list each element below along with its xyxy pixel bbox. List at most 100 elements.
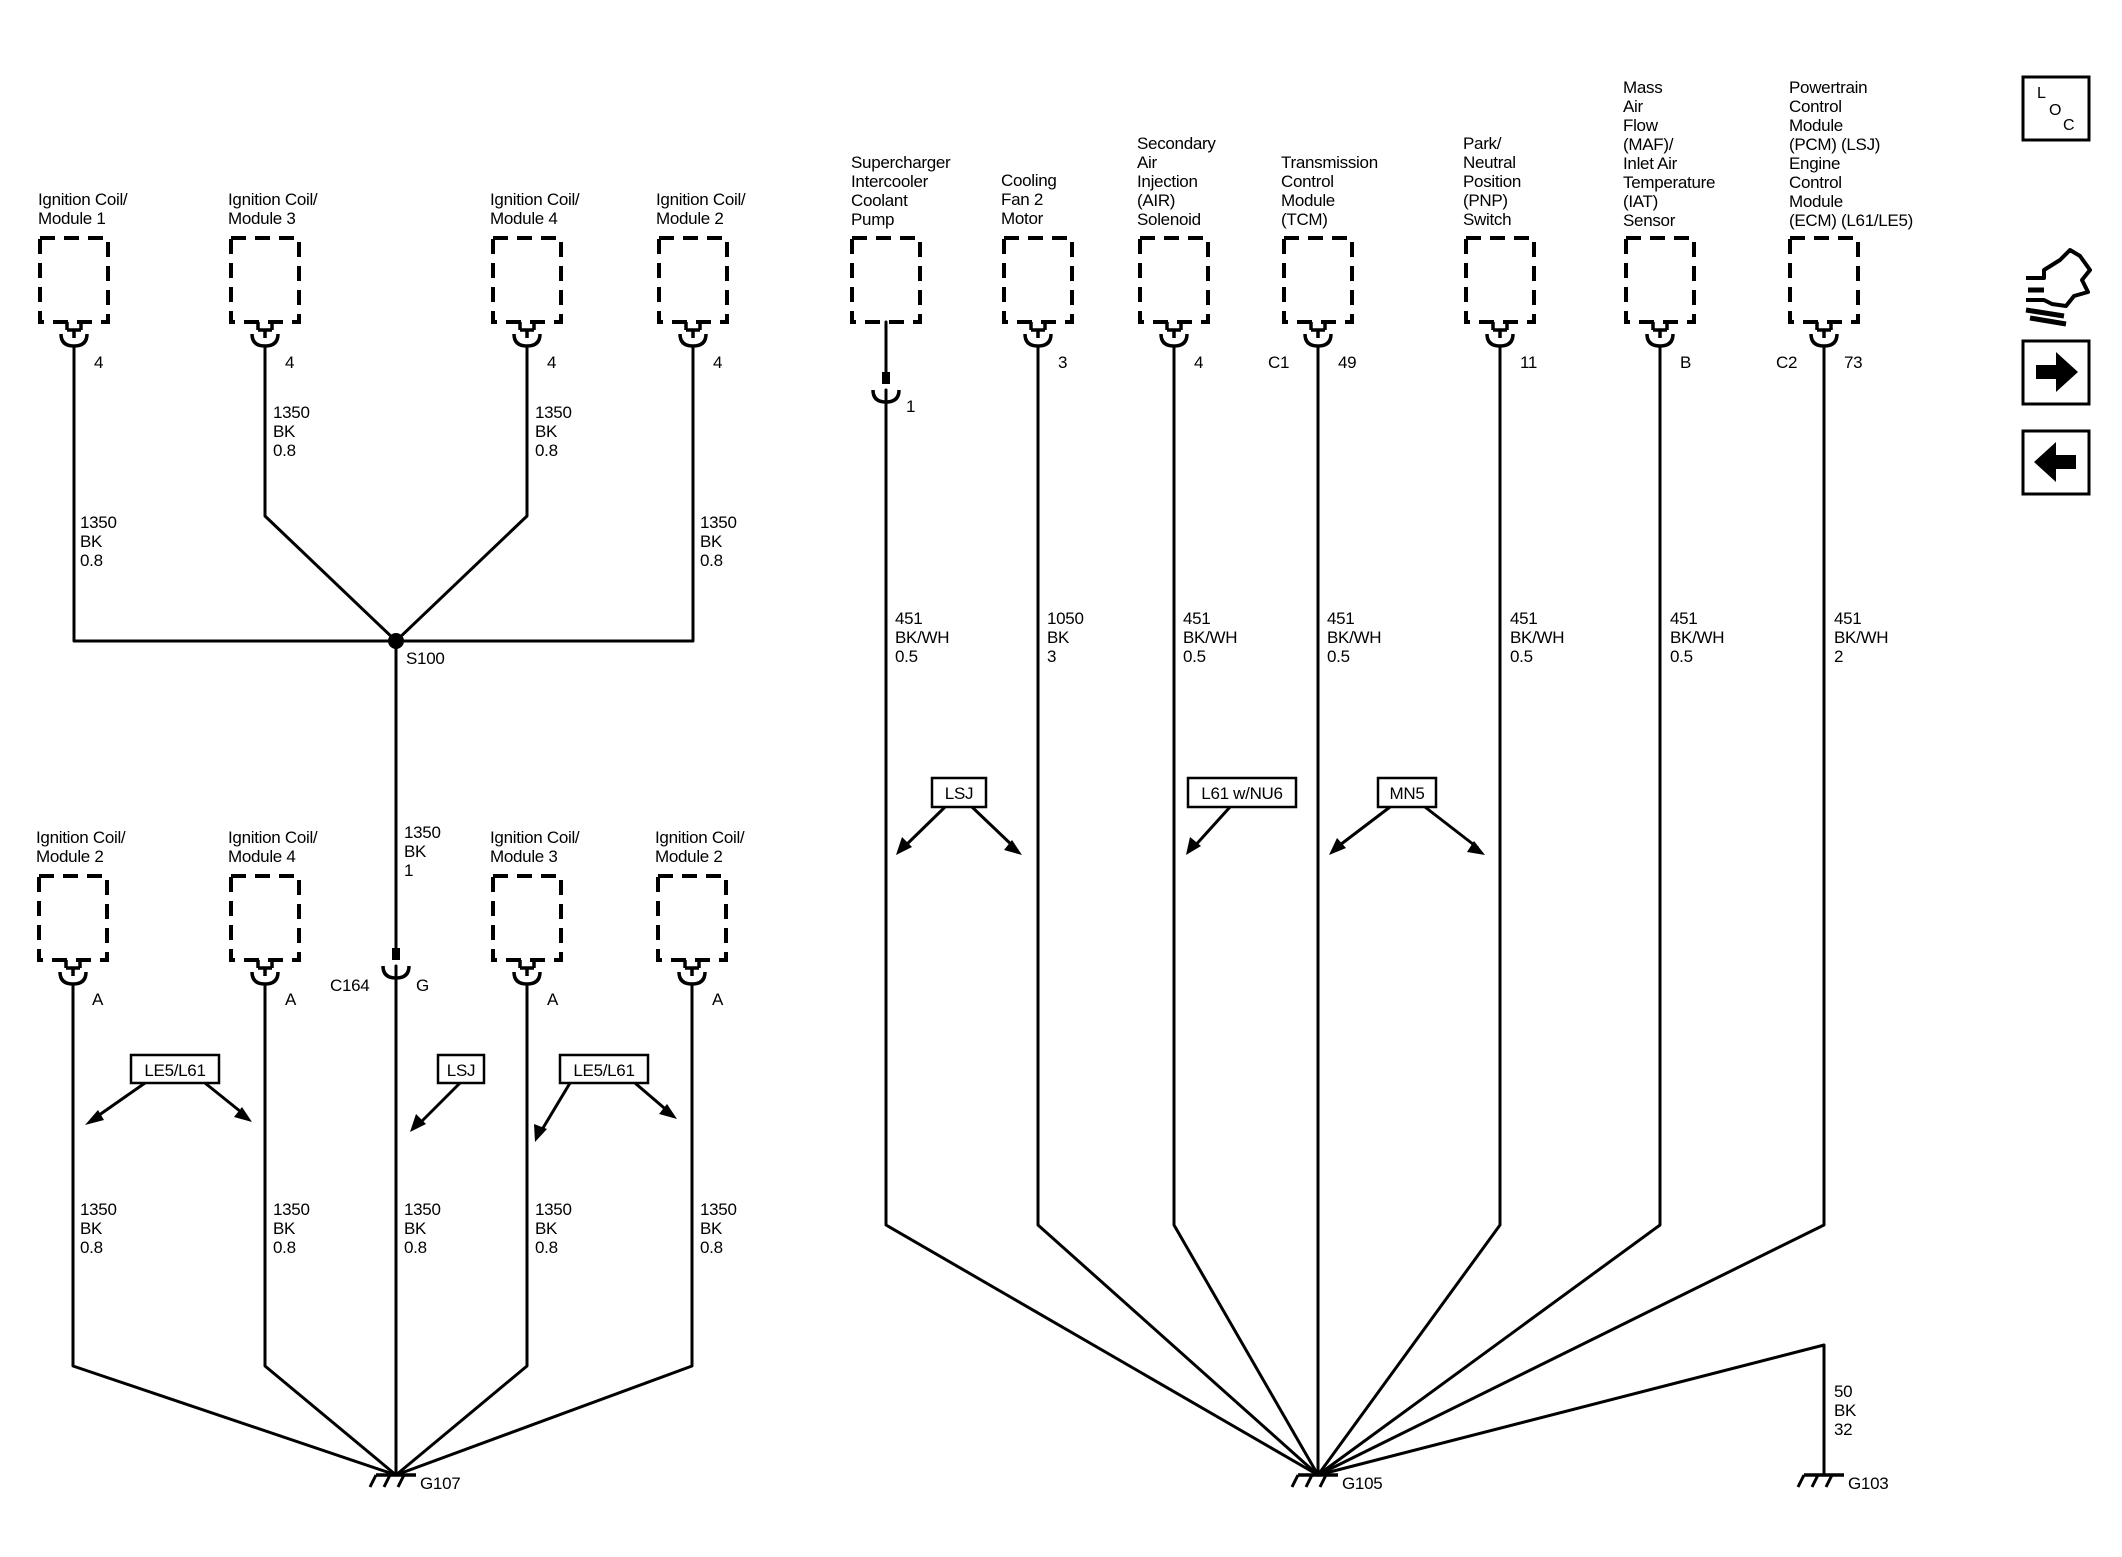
connector-name: C1: [1268, 353, 1289, 372]
wire-to-g105: [1316, 344, 1662, 1477]
pin-label: 4: [1194, 353, 1203, 372]
wire-module-1: [72, 344, 398, 643]
pin-label: A: [712, 990, 724, 1009]
component-box: [491, 236, 563, 324]
pin-label: 4: [285, 353, 294, 372]
component-box: [229, 874, 301, 962]
component-label: Ignition Coil/Module 3: [490, 828, 580, 866]
ground-label: G105: [1342, 1474, 1382, 1493]
ground-label: G107: [420, 1474, 460, 1493]
component-box: [229, 236, 301, 324]
pin-label: B: [1680, 353, 1691, 372]
pin-label: 4: [547, 353, 556, 372]
wire-to-g105: [1036, 344, 1320, 1477]
svg-text:L61 w/NU6: L61 w/NU6: [1201, 784, 1282, 803]
component-box: [1464, 236, 1536, 324]
ground-g107-icon: [368, 1473, 418, 1489]
terminal-icon: [59, 320, 89, 348]
svg-text:LSJ: LSJ: [447, 1061, 475, 1080]
terminal-icon: [882, 372, 890, 384]
pin-label: 49: [1338, 353, 1356, 372]
component-label: Ignition Coil/Module 2: [36, 828, 126, 866]
wire-to-g107: [71, 982, 398, 1477]
component-label: Ignition Coil/Module 4: [490, 190, 580, 228]
loc-letter: L: [2037, 85, 2046, 102]
next-arrow-icon[interactable]: [2021, 339, 2091, 406]
component-label: Ignition Coil/Module 2: [655, 828, 745, 866]
terminal-icon: [512, 958, 542, 986]
wire-module-3: [263, 344, 398, 643]
pin-label: A: [547, 990, 559, 1009]
svg-text:MN5: MN5: [1390, 784, 1425, 803]
component-box: [657, 236, 729, 324]
terminal-icon: [512, 320, 542, 348]
option-tag-le5-l61-b: LE5/L61: [534, 1053, 677, 1142]
component-box: [1624, 236, 1696, 324]
connector-name: C164: [330, 976, 369, 995]
wire-to-g107: [263, 982, 398, 1477]
pin-label: 4: [94, 353, 103, 372]
svg-text:LE5/L61: LE5/L61: [573, 1061, 634, 1080]
component-box: [1282, 236, 1354, 324]
pin-label: 73: [1844, 353, 1862, 372]
terminal-icon: [250, 958, 280, 986]
component-box: [850, 236, 922, 324]
pin-label: A: [92, 990, 104, 1009]
wire-to-g105: [884, 388, 1320, 1477]
wire-to-g105: [1316, 344, 1502, 1477]
option-tag-lsj-right: LSJ: [896, 776, 1022, 855]
component-label: Ignition Coil/Module 4: [228, 828, 318, 866]
terminal-icon: [1159, 320, 1189, 348]
component-box: [37, 874, 109, 962]
wire-module-4: [394, 344, 529, 643]
pin-label: G: [416, 976, 429, 995]
component-box: [656, 874, 728, 962]
terminal-icon: [250, 320, 280, 348]
pin-label: 3: [1058, 353, 1067, 372]
terminal-icon: [1485, 320, 1515, 348]
ground-g103-icon: [1796, 1473, 1846, 1489]
terminal-icon: [58, 958, 88, 986]
previous-arrow-icon[interactable]: [2021, 429, 2091, 496]
component-box: [38, 236, 110, 324]
wire-to-g105: [1316, 344, 1826, 1477]
harness-connector-icon[interactable]: [2025, 248, 2092, 327]
component-box: [1788, 236, 1860, 324]
wire-to-g107: [394, 982, 694, 1477]
component-label: Ignition Coil/Module 2: [656, 190, 746, 228]
ground-label: G103: [1848, 1474, 1888, 1493]
pin-label: 1: [906, 397, 915, 416]
wire-module-2: [394, 344, 695, 643]
location-button[interactable]: L O C: [2021, 75, 2091, 142]
option-tag-l61-nu6: L61 w/NU6: [1186, 776, 1298, 855]
